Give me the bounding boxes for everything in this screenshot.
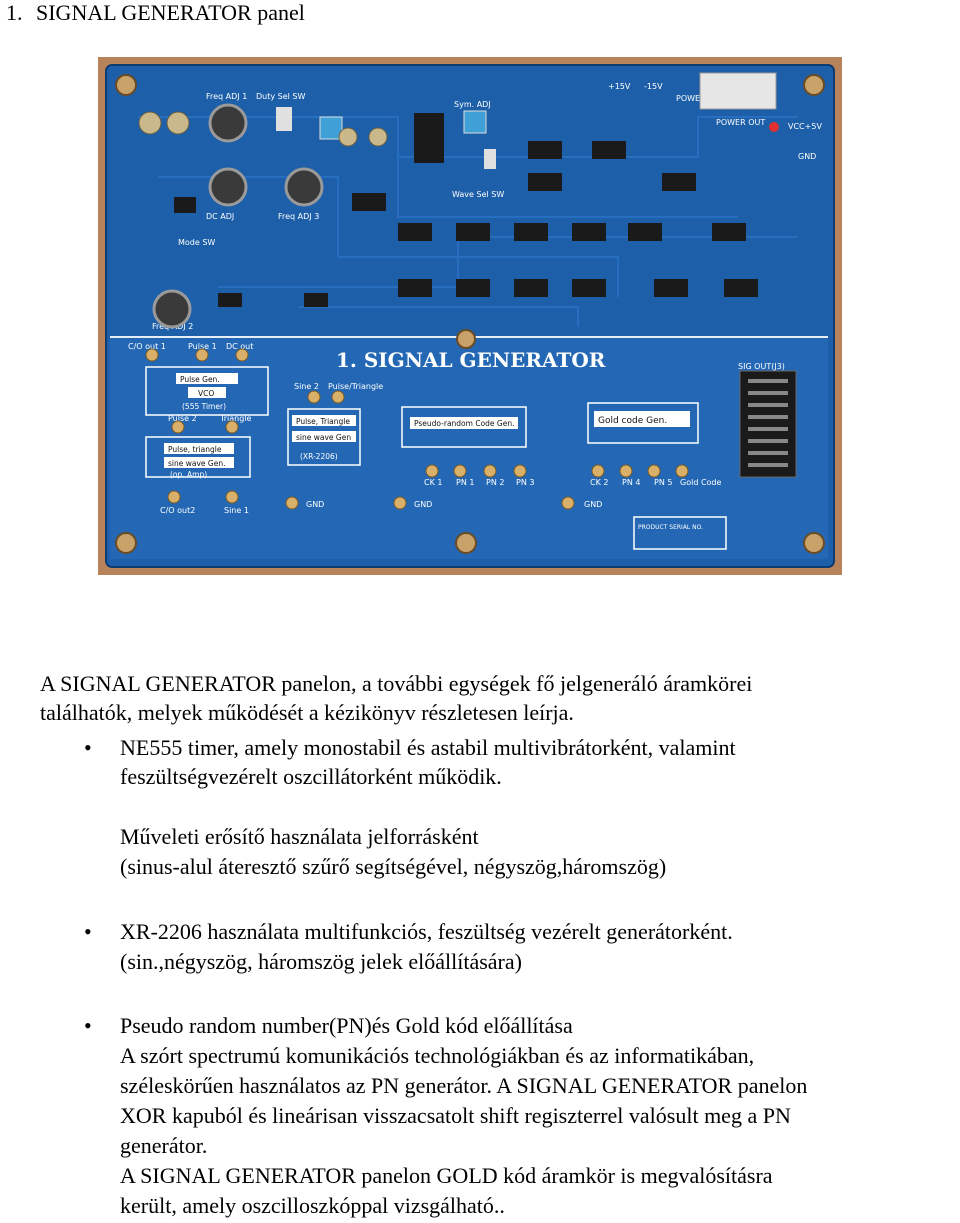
tp-pulse1: Pulse 1: [188, 342, 217, 351]
label-freq-adj1: Freq ADJ 1: [206, 92, 247, 101]
label-pulse-triangle2: Pulse, triangle: [168, 445, 222, 454]
knob-dc-adj: [208, 167, 248, 207]
label-product: PRODUCT SERIAL NO.: [638, 524, 703, 531]
bullet-3-line-7: került, amely oszcilloszkóppal vizsgálha…: [120, 1193, 505, 1218]
label-xr2206: (XR-2206): [300, 452, 338, 461]
power-connector: [699, 72, 777, 110]
label-freq-adj3: Freq ADJ 3: [278, 212, 319, 221]
knob-freq-adj1: [208, 103, 248, 143]
section-heading: 1. SIGNAL GENERATOR panel: [6, 0, 305, 26]
tp-gnd-3: GND: [584, 500, 602, 509]
label-gold-code: Gold code Gen.: [598, 416, 667, 426]
box-pseudo-random: [401, 406, 527, 448]
tp-sine2: Sine 2: [294, 382, 319, 391]
label-pseudo-random: Pseudo-random Code Gen.: [414, 419, 514, 428]
tp-ck1: CK 1: [424, 478, 442, 487]
board-main-label: 1. SIGNAL GENERATOR: [336, 348, 606, 372]
opamp-line-1: Műveleti erősítő használata jelforráskén…: [120, 824, 479, 849]
label-mode-sel: Mode SW: [178, 238, 215, 247]
bullet-1-marker: •: [84, 735, 92, 760]
box-product-label: [633, 516, 727, 550]
bullet-3-line-1: Pseudo random number(PN)és Gold kód előá…: [120, 1013, 573, 1038]
knobs: [152, 103, 496, 329]
label-timer: (555 Timer): [182, 402, 226, 411]
label-sig-out: SIG OUT(J3): [738, 362, 785, 371]
bullet-3-line-2: A szórt spectrumú komunikációs technológ…: [120, 1043, 755, 1068]
box-xr2206: [287, 408, 361, 466]
label-op-amp: (op. Amp): [170, 470, 207, 479]
signal-generator-board-photo: Freq ADJ 1 Duty Sel SW Sym. ADJ DC ADJ F…: [98, 57, 842, 575]
label-wave-sel: Wave Sel SW: [452, 190, 504, 199]
tp-co-out1: C/O out 1: [128, 342, 166, 351]
bullet-3-line-3: széleskörűen használatos az PN generátor…: [120, 1073, 808, 1098]
tp-co-out2: C/O out2: [160, 506, 195, 515]
label-sine-wave-gen2: sine wave Gen.: [168, 459, 225, 468]
tp-pn5: PN 5: [654, 478, 672, 487]
intro-line-1: A SIGNAL GENERATOR panelon, a további eg…: [40, 671, 753, 696]
knob-freq-adj2: [152, 289, 192, 329]
tp-sine1: Sine 1: [224, 506, 249, 515]
tp-pn1: PN 1: [456, 478, 474, 487]
bullet-1-line-1: NE555 timer, amely monostabil és astabil…: [120, 735, 736, 760]
knob-freq-adj3: [284, 167, 324, 207]
capacitors: [138, 111, 388, 147]
bullet-1-line-2: feszültségvezérelt oszcillátorként működ…: [120, 764, 502, 789]
duty-sel-switch: [276, 107, 292, 131]
label-pulse-gen: Pulse Gen.: [180, 375, 220, 384]
bullet-2-line-1: XR-2206 használata multifunkciós, feszül…: [120, 919, 733, 944]
label-pulse-triangle: Pulse, Triangle: [296, 417, 350, 426]
trimmer-sym-adj: [463, 110, 487, 134]
section-title: SIGNAL GENERATOR panel: [36, 0, 305, 25]
label-m15v: -15V: [644, 82, 663, 91]
test-point-posts: [145, 348, 689, 510]
power-led: [769, 122, 779, 132]
label-dc-adj: DC ADJ: [206, 212, 234, 221]
label-power-out: POWER OUT: [716, 118, 765, 127]
tp-gnd-1: GND: [306, 500, 324, 509]
box-vco: [145, 366, 269, 416]
label-duty-sel: Duty Sel SW: [256, 92, 305, 101]
label-vcc: VCC+5V: [788, 122, 822, 131]
label-gnd-top: GND: [798, 152, 816, 161]
bullet-2-line-2: (sin.,négyszög, háromszög jelek előállít…: [120, 949, 522, 974]
tp-pn2: PN 2: [486, 478, 504, 487]
bullet-3-marker: •: [84, 1013, 92, 1038]
mounting-screws: [115, 74, 825, 554]
tp-pn3: PN 3: [516, 478, 534, 487]
tp-triangle: Triangle: [219, 414, 251, 423]
bullet-3-line-6: A SIGNAL GENERATOR panelon GOLD kód áram…: [120, 1163, 773, 1188]
label-vco: VCO: [198, 389, 214, 398]
bullet-2-marker: •: [84, 919, 92, 944]
box-gold-code: [587, 402, 699, 444]
wave-sel-switch: [484, 149, 496, 169]
tp-gold-code: Gold Code: [680, 478, 721, 487]
tp-gnd-2: GND: [414, 500, 432, 509]
box-opamp: [145, 436, 251, 478]
ribbon-connector: [739, 370, 797, 478]
tp-dc-out: DC out: [226, 342, 253, 351]
ic-chips: [174, 113, 758, 307]
label-sine-wave-gen: sine wave Gen: [296, 433, 351, 442]
tp-pulse-tri: Pulse/Triangle: [328, 382, 383, 391]
intro-line-2: találhatók, melyek működését a kézikönyv…: [40, 700, 574, 725]
section-number: 1.: [6, 0, 23, 25]
label-sym-adj: Sym. ADJ: [454, 100, 491, 109]
bullet-3-line-5: generátor.: [120, 1133, 208, 1158]
board-illustration: Freq ADJ 1 Duty Sel SW Sym. ADJ DC ADJ F…: [98, 57, 842, 575]
tp-pn4: PN 4: [622, 478, 640, 487]
label-power-in: POWER IN: [676, 94, 717, 103]
bullet-3-line-4: XOR kapuból és lineárisan visszacsatolt …: [120, 1103, 791, 1128]
tp-pulse2: Pulse 2: [168, 414, 197, 423]
opamp-line-2: (sinus-alul áteresztő szűrő segítségével…: [120, 854, 667, 879]
trimmer-1: [319, 116, 343, 140]
label-p15v: +15V: [608, 82, 631, 91]
tp-ck2: CK 2: [590, 478, 608, 487]
